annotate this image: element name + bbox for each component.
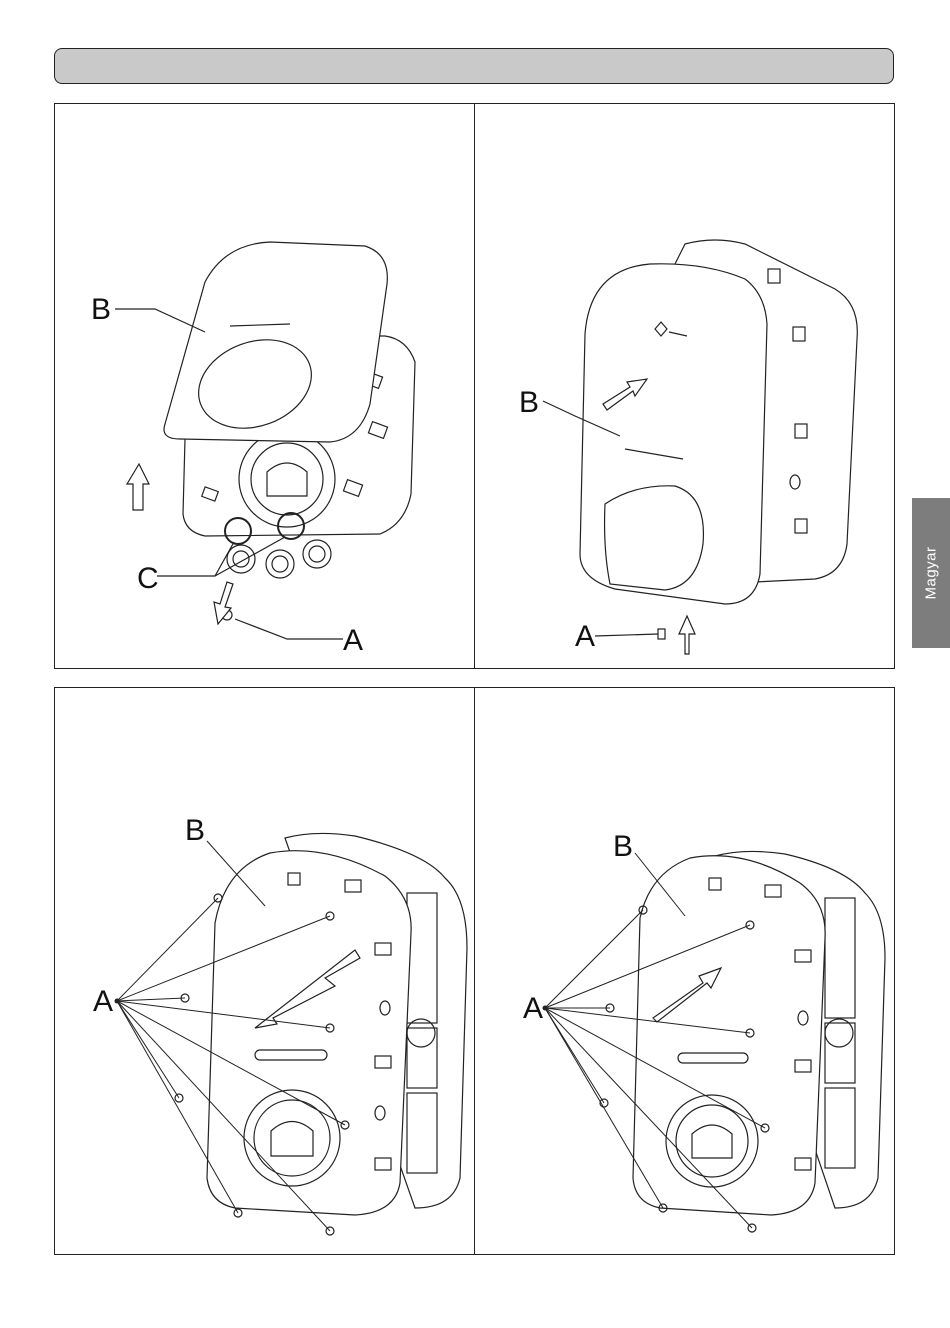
label-a: A bbox=[523, 992, 543, 1025]
label-b: B bbox=[91, 293, 111, 326]
figure-1-illustration: B C A bbox=[55, 104, 476, 670]
figure-panel-3: B A bbox=[54, 687, 475, 1255]
figure-4-illustration: B A bbox=[475, 688, 896, 1256]
figure-panel-2: B A bbox=[474, 103, 895, 669]
figure-panel-1: B C A bbox=[54, 103, 475, 669]
label-a: A bbox=[575, 620, 595, 653]
label-a: A bbox=[343, 624, 363, 657]
label-b: B bbox=[613, 830, 633, 863]
label-b: B bbox=[185, 814, 205, 847]
label-a: A bbox=[93, 985, 113, 1018]
language-side-tab: Magyar bbox=[912, 498, 950, 648]
label-b: B bbox=[519, 386, 539, 419]
figure-2-illustration: B A bbox=[475, 104, 896, 670]
label-c: C bbox=[137, 562, 159, 595]
section-header-bar bbox=[54, 48, 894, 84]
figure-panel-4: B A bbox=[474, 687, 895, 1255]
figure-3-illustration: B A bbox=[55, 688, 476, 1256]
language-label: Magyar bbox=[923, 546, 940, 599]
